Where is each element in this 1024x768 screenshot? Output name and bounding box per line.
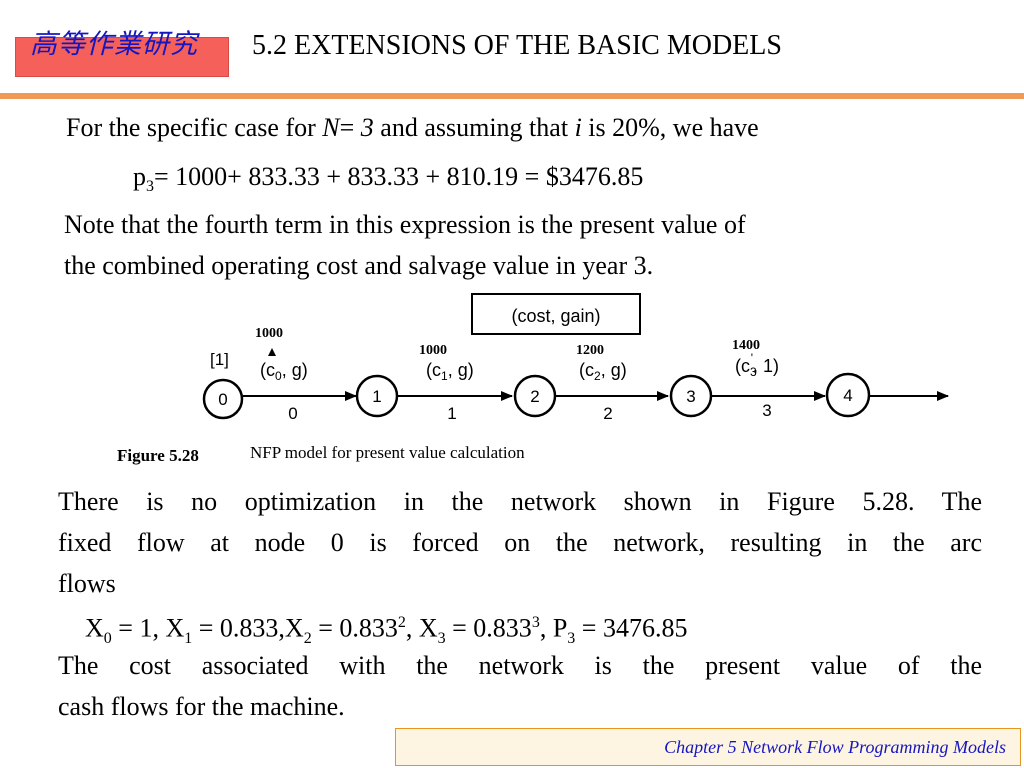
node-label: 3 (686, 387, 695, 406)
footer-chapter-label: Chapter 5 Network Flow Programming Model… (664, 737, 1006, 757)
arc-annotation: (c1, g) (426, 360, 474, 383)
slide-title: 5.2 EXTENSIONS OF THE BASIC MODELS (252, 30, 782, 61)
legend-box (471, 293, 641, 335)
discussion-line: flows (58, 569, 116, 598)
discussion-line: fixed flow at node 0 is forced on the ne… (58, 528, 982, 557)
conclusion-paragraph: The cost associated with the network is … (58, 645, 982, 727)
supply-label: [1] (210, 350, 229, 369)
node-label: 0 (218, 390, 227, 409)
brand-label: 高等作業研究 (30, 29, 198, 60)
conclusion-line: The cost associated with the network is … (58, 651, 982, 680)
arc-index: 1 (447, 404, 456, 423)
arc-cost-value: 1000 (255, 326, 283, 341)
note-line: Note that the fourth term in this expres… (64, 210, 746, 239)
figure-caption-text: NFP model for present value calculation (250, 443, 525, 462)
network-node (202, 378, 244, 420)
discussion-line: There is no optimization in the network … (58, 487, 982, 516)
figure-caption-number: Figure 5.28 (117, 446, 199, 465)
network-figure: (cost, gain) 1000 1000 1200 1400 [1] (c0… (117, 293, 949, 465)
arc-index: 0 (288, 404, 297, 423)
arc-cost-value: 1000 (419, 343, 447, 358)
footer-bar: Chapter 5 Network Flow Programming Model… (395, 728, 1021, 766)
node-label: 1 (372, 387, 381, 406)
arc-flow-equation: X0 = 1, X1 = 0.833,X2 = 0.8332, X3 = 0.8… (85, 613, 688, 647)
supply-marker-icon (268, 348, 276, 356)
network-node (513, 374, 557, 418)
brand-box (15, 37, 229, 77)
arc-annotation: (c2, g) (579, 360, 627, 383)
title-divider (0, 93, 1024, 99)
network-node (355, 374, 399, 418)
note-line: the combined operating cost and salvage … (64, 251, 654, 280)
network-node (669, 374, 713, 418)
conclusion-line: cash flows for the machine. (58, 692, 345, 721)
legend-label: (cost, gain) (511, 306, 600, 326)
arc-annotation: (c0, g) (260, 360, 308, 383)
arc-annotation: (c3', 1) (735, 351, 779, 379)
discussion-paragraph: There is no optimization in the network … (58, 481, 982, 604)
node-label: 2 (530, 387, 539, 406)
note-paragraph: Note that the fourth term in this expres… (64, 204, 746, 286)
intro-paragraph: For the specific case for N= 3 and assum… (66, 113, 759, 142)
network-node (825, 372, 871, 418)
arc-cost-value: 1200 (576, 343, 604, 358)
present-value-equation: p3= 1000+ 833.33 + 833.33 + 810.19 = $34… (133, 162, 644, 196)
node-label: 4 (843, 386, 852, 405)
arc-cost-value: 1400 (732, 338, 760, 353)
arc-index: 3 (762, 401, 771, 420)
arc-index: 2 (603, 404, 612, 423)
